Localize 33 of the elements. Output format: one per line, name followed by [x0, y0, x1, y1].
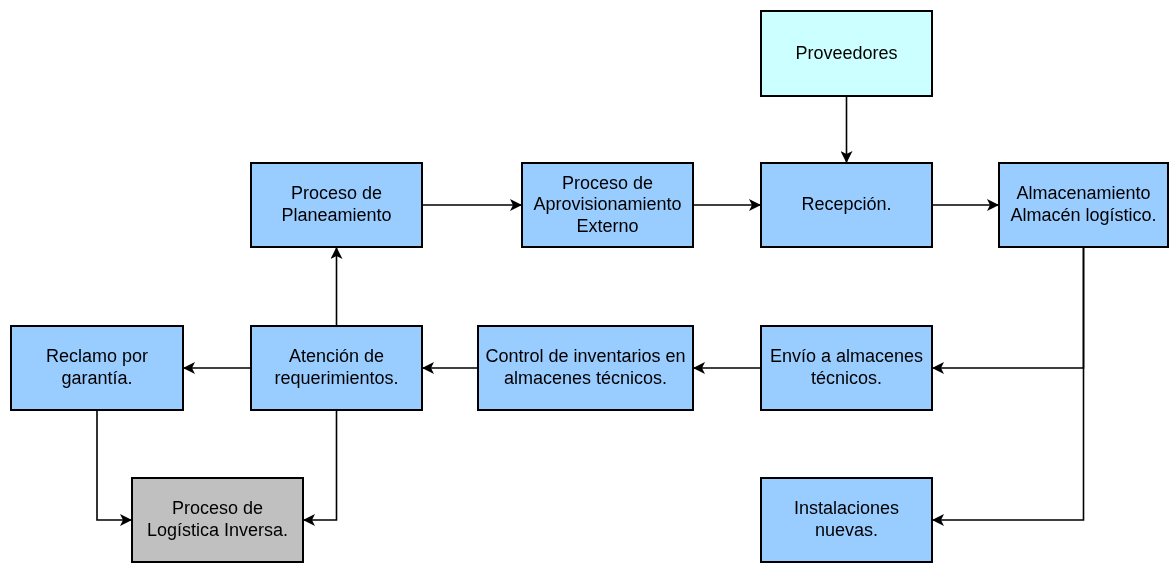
- box-label: Almacenamiento Almacén logístico.: [1009, 183, 1158, 227]
- arrow: [932, 199, 999, 211]
- arrow: [693, 199, 761, 211]
- process-box: [760, 325, 933, 411]
- arrow: [422, 199, 522, 211]
- arrow: [96, 410, 132, 526]
- arrow: [422, 362, 478, 374]
- process-box: [998, 162, 1169, 248]
- process-box: [250, 325, 423, 411]
- arrow: [840, 96, 853, 163]
- process-box: [760, 162, 933, 248]
- box-label: Recepción.: [801, 194, 892, 216]
- box-label: Proveedores: [795, 42, 898, 65]
- arrow: [183, 362, 251, 374]
- box-label: Atención de requerimientos.: [273, 346, 400, 390]
- box-label: Instalaciones nuevas.: [792, 498, 901, 542]
- process-box: [131, 477, 304, 563]
- arrow: [693, 362, 761, 374]
- box-label: Proceso de Logística Inversa.: [145, 498, 290, 542]
- process-box: [250, 162, 423, 248]
- box-label: Control de inventarios en almacenes técnicos.: [484, 346, 687, 390]
- box-label: Proceso de Planeamiento: [280, 183, 393, 227]
- process-box: [760, 10, 933, 97]
- process-box: [760, 477, 933, 563]
- box-label: Envío a almacenes técnicos.: [768, 346, 925, 390]
- box-label: Reclamo por garantía.: [44, 346, 149, 390]
- box-label: Proceso de Aprovisionamiento Externo: [532, 172, 683, 238]
- process-box: [477, 325, 694, 411]
- process-box: [521, 162, 694, 248]
- process-box: [10, 325, 184, 411]
- arrow: [303, 410, 338, 526]
- arrow: [330, 247, 343, 326]
- arrow: [932, 247, 1085, 526]
